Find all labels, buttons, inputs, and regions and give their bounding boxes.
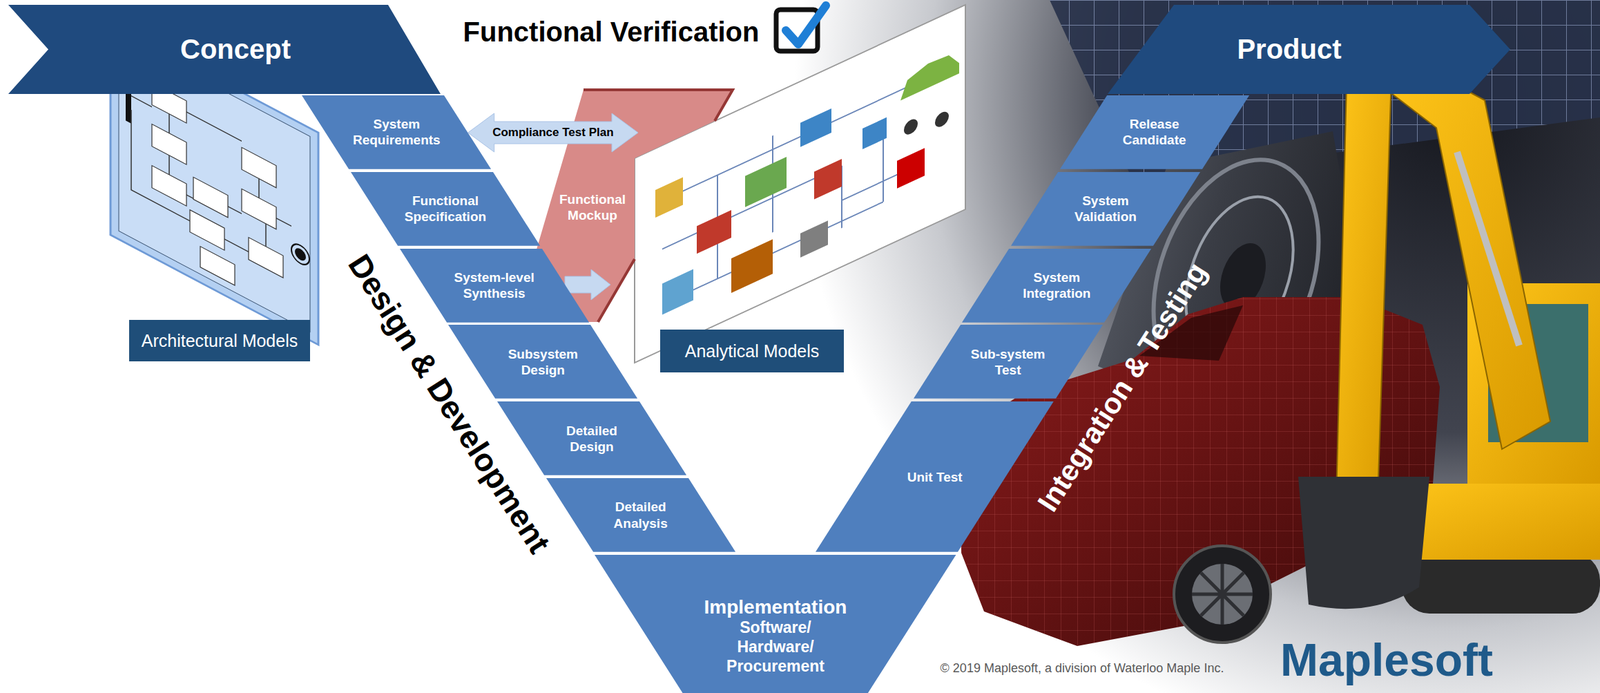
node-outline — [301, 95, 491, 170]
test-stage: Sub-system Test — [913, 324, 1103, 399]
phase-banner: Product — [1107, 4, 1511, 94]
model-label: Analytical Models — [660, 329, 844, 373]
node-outline — [515, 89, 733, 322]
design-stage: Detailed Design — [497, 401, 687, 476]
node-text: System Requirements — [350, 116, 442, 148]
node-label-group: System Requirements — [350, 116, 442, 148]
design-stage: System Requirements — [301, 95, 491, 170]
test-stage: System Integration — [961, 248, 1152, 323]
node-text: System-level Synthesis — [448, 269, 541, 302]
node-outline — [961, 248, 1152, 323]
node-shape — [350, 171, 541, 246]
node-outline — [1107, 4, 1511, 94]
test-stage: Unit Test — [815, 401, 1054, 552]
node-text: Release Candidate — [1109, 116, 1201, 148]
edge-label-holder: Compliance Test Plan — [492, 125, 614, 140]
checkbox-icon — [776, 5, 826, 52]
implementation-band: ImplementationSoftware/ Hardware/ Procur… — [594, 554, 956, 693]
node-outline — [497, 401, 687, 476]
node-text: Software/ Hardware/ Procurement — [716, 618, 835, 676]
node-shape — [448, 324, 638, 399]
edge-label: Compliance Test Plan — [492, 125, 614, 140]
node-border — [583, 89, 733, 121]
node-shape — [1010, 171, 1201, 246]
node-label-group: Release Candidate — [1109, 116, 1201, 148]
design-stage: Subsystem Design — [448, 324, 638, 399]
node-text: System Validation — [1059, 192, 1152, 225]
node-outline — [1010, 171, 1201, 246]
node-shape — [913, 324, 1103, 399]
node-text: Unit Test — [889, 468, 981, 485]
node-shape — [497, 401, 687, 476]
test-stage: System Validation — [1010, 171, 1201, 246]
node-text: Detailed Analysis — [595, 498, 687, 531]
design-stage: Functional Specification — [350, 171, 541, 246]
node-label-group: Architectural Models — [141, 330, 298, 351]
analytical-panel — [634, 4, 966, 363]
design-stage: System-level Synthesis — [399, 248, 590, 323]
diagram-title-holder: Functional Verification — [463, 15, 760, 49]
node-label-group: Product — [1185, 32, 1393, 66]
node-text: Concept — [131, 32, 340, 66]
node-text: Implementation — [692, 595, 859, 619]
node-text: Analytical Models — [685, 340, 820, 362]
node-outline — [448, 324, 638, 399]
block-arrow — [468, 113, 639, 152]
node-outline — [913, 324, 1103, 399]
node-shape — [961, 248, 1152, 323]
node-label-group: Concept — [131, 32, 340, 66]
node-label-group: System Integration — [1010, 269, 1103, 302]
node-label-group: ImplementationSoftware/ Hardware/ Procur… — [692, 595, 859, 676]
node-text: Subsystem Design — [497, 345, 589, 378]
node-text: Product — [1185, 32, 1393, 66]
node-text: System Integration — [1010, 269, 1103, 302]
node-label-group: System Validation — [1059, 192, 1152, 225]
diagram-title: Functional Verification — [463, 15, 760, 49]
node-text: Functional Specification — [399, 192, 491, 225]
node-label-group: System-level Synthesis — [448, 269, 541, 302]
node-outline — [1059, 95, 1250, 170]
node-shape — [399, 248, 590, 323]
node-label-group: Subsystem Design — [497, 345, 589, 378]
node-text: Architectural Models — [141, 330, 298, 351]
node-outline — [594, 554, 956, 693]
node-text: Sub-system Test — [962, 345, 1054, 378]
node-label-group: Sub-system Test — [962, 345, 1054, 378]
node-outline — [350, 171, 541, 246]
node-outline — [546, 477, 736, 552]
test-stage: Release Candidate — [1059, 95, 1250, 170]
node-text: Detailed Design — [546, 422, 638, 455]
company-logo-holder: Maplesoft — [1280, 636, 1493, 683]
node-label-group: Functional Mockup — [554, 191, 631, 224]
company-logo: Maplesoft — [1280, 636, 1493, 683]
copyright-note-holder: © 2019 Maplesoft, a division of Waterloo… — [940, 660, 1225, 677]
node-outline — [815, 401, 1054, 552]
phase-banner: Concept — [8, 4, 441, 94]
node-shape — [546, 477, 736, 552]
node-label-group: Detailed Design — [546, 422, 638, 455]
excavator — [1298, 72, 1600, 614]
node-outline — [8, 4, 441, 94]
copyright-note: © 2019 Maplesoft, a division of Waterloo… — [940, 660, 1225, 677]
node-label-group: Detailed Analysis — [595, 498, 687, 531]
node-shape — [1059, 95, 1250, 170]
node-label-group: Functional Specification — [399, 192, 491, 225]
node-shape — [301, 95, 491, 170]
model-label: Architectural Models — [129, 319, 311, 362]
node-label-group: Unit Test — [889, 468, 981, 485]
node-border — [598, 258, 635, 322]
node-label-group: Analytical Models — [685, 340, 820, 362]
design-stage: Detailed Analysis — [546, 477, 736, 552]
node-text: Functional Mockup — [554, 191, 631, 224]
